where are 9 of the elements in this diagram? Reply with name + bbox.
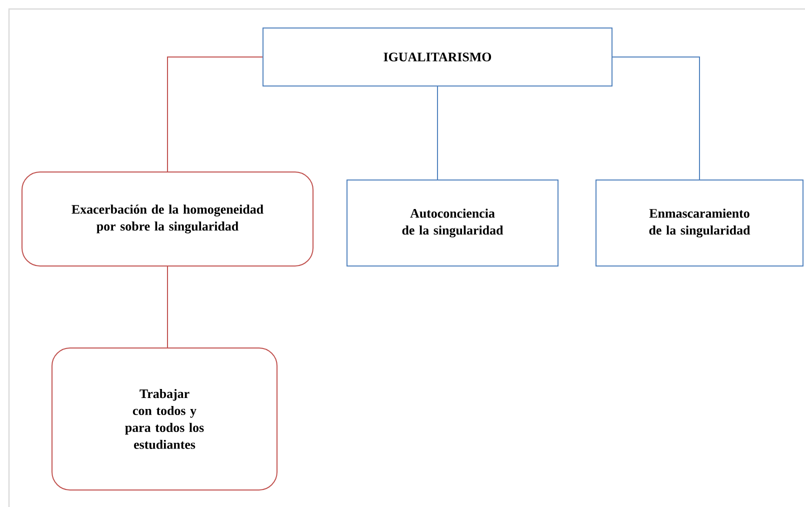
connector-line (167, 266, 168, 348)
box: IGUALITARISMO (262, 28, 612, 86)
connector-line (437, 86, 438, 180)
connector-line (612, 56, 700, 180)
rounded-box: Exacerbación de la homogeneidad por sobre la singularidad (22, 172, 314, 266)
box: Enmascaramiento de la singularidad (596, 180, 804, 266)
box: Autoconciencia de la singularidad (346, 180, 558, 266)
rounded-box: Trabajar con todos y para todos los estudiantes (52, 348, 278, 490)
connector-line (167, 56, 263, 172)
